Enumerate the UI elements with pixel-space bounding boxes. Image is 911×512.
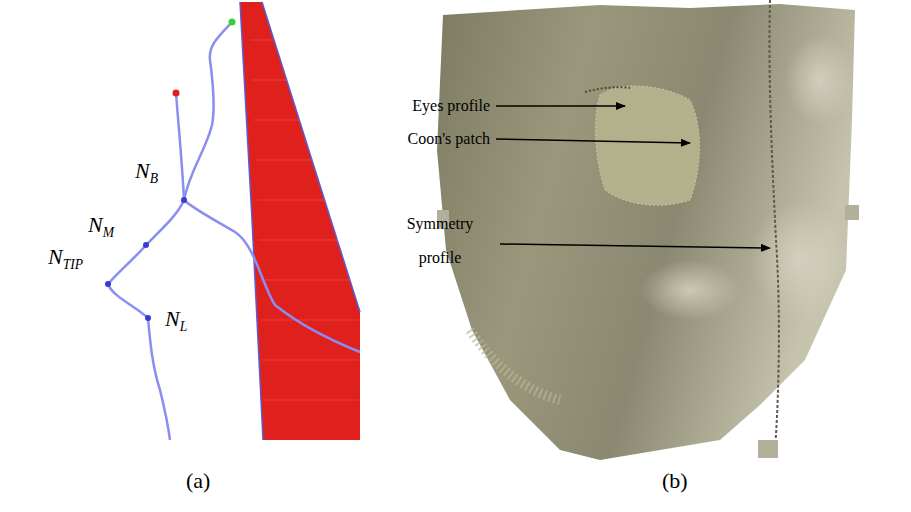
callout-label: Eyes profile	[412, 96, 490, 115]
point-label: NB	[135, 158, 158, 187]
panel-caption: (a)	[186, 468, 210, 494]
point-label: NM	[88, 212, 114, 241]
callout-label: Symmetry profile	[385, 207, 495, 274]
point-label: NTIP	[48, 244, 83, 273]
point-label: NL	[165, 306, 187, 335]
leader-arrows	[496, 106, 770, 248]
profile-points	[105, 19, 236, 322]
profile-curves	[108, 22, 360, 440]
callout-label: Coon's patch	[408, 129, 490, 148]
panel-caption: (b)	[662, 468, 688, 494]
face-scan	[437, 0, 859, 460]
red-plane	[240, 2, 360, 440]
